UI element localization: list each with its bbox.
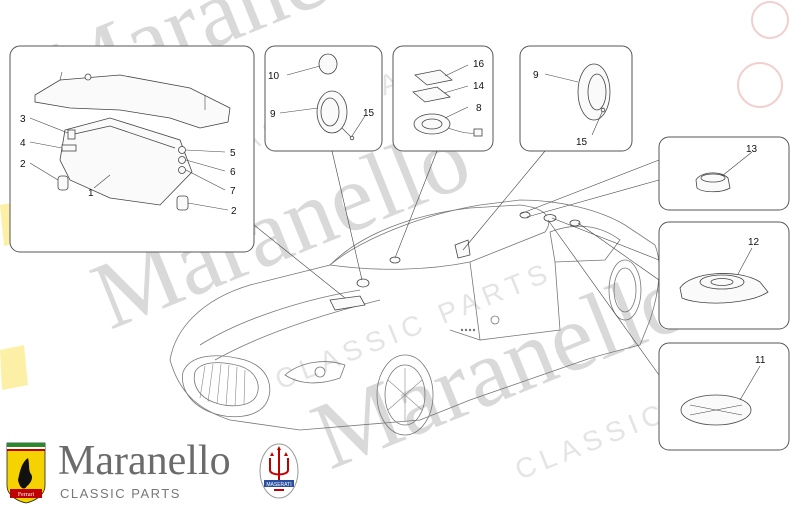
callout-6: 6 <box>230 167 236 178</box>
callout-10: 10 <box>268 71 280 82</box>
panel-d-frame <box>519 45 633 152</box>
svg-text:Ferrari: Ferrari <box>18 492 35 498</box>
part-10 <box>318 53 338 75</box>
callout-2b: 2 <box>231 206 237 217</box>
panel-f: 12 <box>658 221 790 330</box>
panel-e: 13 <box>658 136 790 211</box>
part-6 <box>178 156 186 164</box>
panel-b: 10 9 15 <box>264 45 383 152</box>
callout-15-door: 15 <box>576 137 588 148</box>
callout-12: 12 <box>748 237 760 248</box>
callout-9-door: 9 <box>533 70 539 81</box>
part-2-left <box>57 175 69 191</box>
part-16 <box>414 69 453 86</box>
panel-a-upper-housing <box>34 74 231 129</box>
car-outline <box>169 199 660 436</box>
callout-3: 3 <box>20 114 26 125</box>
part-5 <box>178 146 186 154</box>
callout-9: 9 <box>270 109 276 120</box>
callout-1: 1 <box>88 188 94 199</box>
brand-name: Maranello <box>58 438 231 484</box>
callout-15: 15 <box>363 108 375 119</box>
callout-14: 14 <box>473 81 485 92</box>
panel-a: 3 4 2 1 5 6 7 2 <box>9 45 255 253</box>
callout-16: 16 <box>473 59 485 70</box>
svg-text:MASERATI: MASERATI <box>266 482 291 488</box>
panel-a-lower-tray <box>59 117 193 206</box>
callout-13: 13 <box>746 144 758 155</box>
callout-2: 2 <box>20 159 26 170</box>
ferrari-shield-icon: Ferrari <box>6 442 46 504</box>
panel-e-frame <box>658 136 790 211</box>
callout-7: 7 <box>230 186 236 197</box>
callout-4: 4 <box>20 138 26 149</box>
panel-d: 9 15 <box>519 45 633 152</box>
part-4 <box>61 144 77 152</box>
panel-c: 16 14 8 <box>392 45 494 152</box>
panel-g: 11 <box>658 342 790 451</box>
part-7 <box>178 166 186 174</box>
callout-5: 5 <box>230 148 236 159</box>
maserati-badge-faint-icon <box>737 1 789 108</box>
maserati-trident-icon: MASERATI <box>259 443 299 499</box>
part-3 <box>67 129 76 140</box>
part-2-right <box>176 195 189 211</box>
brand-subtitle: CLASSIC PARTS <box>60 486 181 501</box>
callout-8: 8 <box>476 103 482 114</box>
callout-11: 11 <box>755 355 766 366</box>
part-14 <box>412 86 451 103</box>
